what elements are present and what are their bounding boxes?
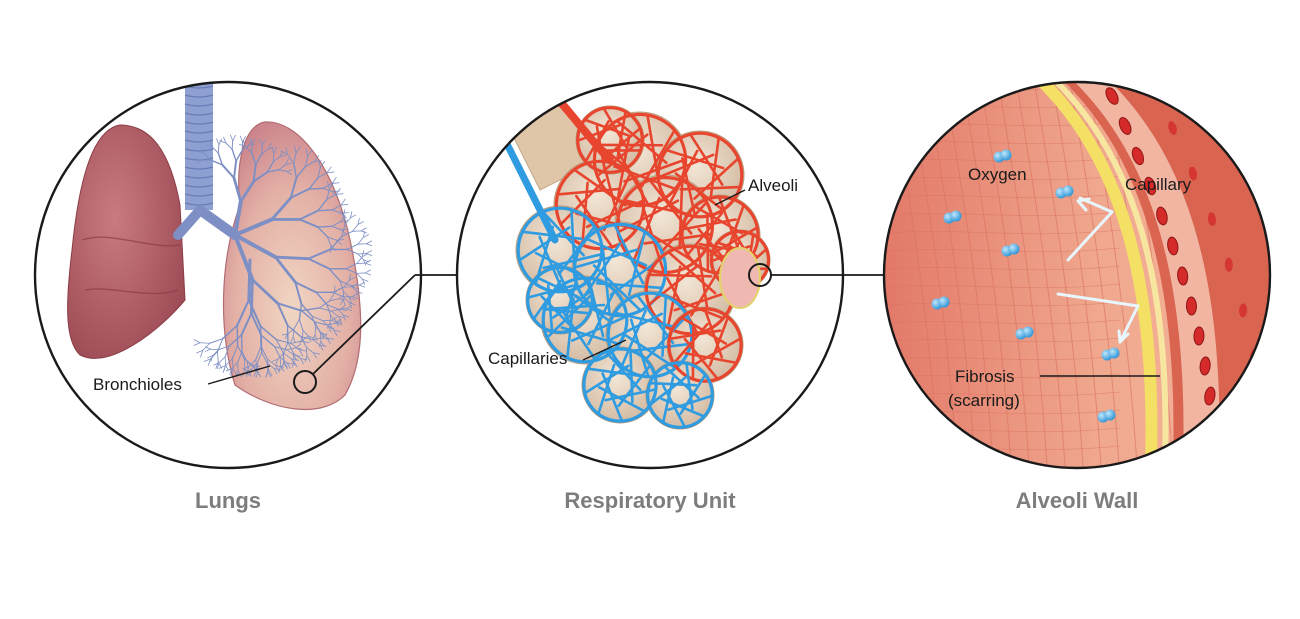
label-alveoli: Alveoli	[748, 176, 798, 195]
caption-alveoli-wall: Alveoli Wall	[1016, 488, 1139, 513]
label-fibrosis: Fibrosis	[955, 367, 1015, 386]
alveoli-wall-panel: Oxygen Capillary Fibrosis (scarring)	[880, 70, 1290, 490]
trachea	[185, 80, 213, 210]
label-scarring: (scarring)	[948, 391, 1020, 410]
label-capillary: Capillary	[1125, 175, 1192, 194]
caption-respiratory-unit: Respiratory Unit	[564, 488, 736, 513]
lungs-panel: Bronchioles	[35, 80, 421, 468]
label-oxygen: Oxygen	[968, 165, 1027, 184]
label-bronchioles: Bronchioles	[93, 375, 182, 394]
label-capillaries: Capillaries	[488, 349, 567, 368]
caption-lungs: Lungs	[195, 488, 261, 513]
respiratory-unit-panel: Alveoli Capillaries	[457, 80, 843, 468]
left-lung	[68, 125, 185, 358]
